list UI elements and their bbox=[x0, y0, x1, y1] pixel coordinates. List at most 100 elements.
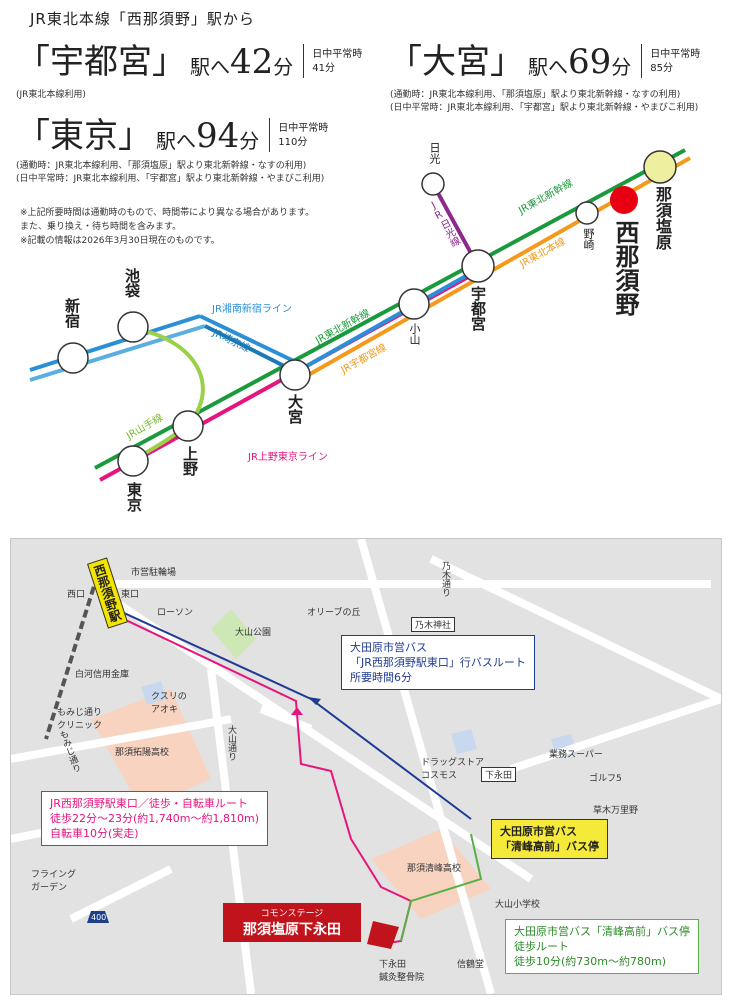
station-nasushiobara-marker bbox=[643, 150, 677, 184]
label-nogi-shrine: 乃木神社 bbox=[411, 617, 456, 632]
route-map bbox=[29, 148, 691, 482]
label-grass: 草木万里野 bbox=[593, 806, 639, 816]
off-peak-label: 日中平常時 bbox=[650, 49, 701, 60]
stop-walk-line: 徒歩ルート bbox=[514, 940, 569, 953]
label-route400: 400 bbox=[91, 913, 107, 922]
station-omiya-marker bbox=[279, 359, 311, 391]
station-suffix: 駅へ bbox=[528, 55, 568, 79]
property-sub: コモンステージ bbox=[260, 909, 324, 919]
label-lawson: ローソン bbox=[157, 608, 194, 618]
label-gyomu: 業務スーパー bbox=[549, 750, 603, 760]
divider bbox=[641, 44, 643, 78]
minutes-unit: 分 bbox=[611, 55, 632, 79]
off-peak-time: 85分 bbox=[650, 63, 673, 74]
label-shinjuku: 新宿 bbox=[63, 298, 81, 328]
label-nozaki: 野崎 bbox=[582, 228, 595, 250]
label-oyama: 小山 bbox=[408, 323, 421, 345]
stop-walk-line: 大田原市営バス「清峰高前」バス停 bbox=[514, 925, 690, 938]
label-seiho: 那須清峰高校 bbox=[407, 864, 462, 874]
label-oyama-school: 大山小学校 bbox=[495, 900, 541, 910]
stop-walk-line: 徒歩10分(約730m～約780m) bbox=[514, 955, 667, 968]
label-parking: 市営駐輪場 bbox=[131, 568, 177, 578]
minutes-unit: 分 bbox=[239, 129, 260, 153]
station-name: 「大宮」 bbox=[388, 42, 524, 82]
station-nozaki-marker bbox=[575, 201, 599, 225]
station-nikko-marker bbox=[421, 172, 445, 196]
access-omiya: 「大宮」 駅へ 69 分 日中平常時 85分 bbox=[388, 42, 700, 82]
line-saikyo bbox=[204, 324, 297, 374]
station-oyama-marker bbox=[398, 288, 430, 320]
bus-route-arrow bbox=[308, 697, 321, 705]
access-note: (通勤時：JR東北本線利用、「那須塩原」駅より東北新幹線・なすの利用) bbox=[16, 161, 307, 171]
bus-stop-line: 「清峰高前」バス停 bbox=[500, 840, 599, 853]
disclaimer: ※上記所要時間は通勤時のもので、時間帯により異なる場合があります。 bbox=[20, 208, 315, 218]
label-west-exit: 西口 bbox=[67, 590, 86, 600]
off-peak-time: 41分 bbox=[312, 63, 335, 74]
label-line-ueno-tokyo: JR上野東京ライン bbox=[248, 452, 328, 463]
access-note: (日中平常時：JR東北本線利用、「宇都宮」駅より東北新幹線・やまびこ利用) bbox=[16, 174, 325, 184]
area-map-roads bbox=[11, 539, 721, 994]
label-golf: ゴルフ5 bbox=[589, 774, 622, 784]
area-map[interactable]: 西那須野駅 市営駐輪場 西口 東口 ローソン オリーブの丘 乃木通り 乃木神社 … bbox=[10, 538, 722, 995]
route-400-marker bbox=[87, 911, 109, 923]
minutes: 94 bbox=[196, 116, 240, 156]
takushoku-school-area bbox=[91, 689, 211, 809]
walk-callout-line: JR西那須野駅東口／徒歩・自転車ルート bbox=[50, 797, 248, 810]
label-seikotsu: 下永田 鍼灸整骨院 bbox=[379, 960, 425, 983]
bus-stop-line: 大田原市営バス bbox=[500, 825, 577, 838]
access-note: (日中平常時：JR東北本線利用、「宇都宮」駅より東北新幹線・やまびこ利用) bbox=[390, 103, 699, 113]
station-nishinasuno-marker bbox=[610, 186, 638, 214]
label-nogi-street: 乃木通り bbox=[440, 561, 450, 597]
minutes-unit: 分 bbox=[273, 55, 294, 79]
line-yamanote bbox=[128, 326, 205, 464]
off-peak-time: 110分 bbox=[278, 137, 308, 148]
label-shimonagata: 下永田 bbox=[481, 767, 517, 782]
label-tokyo: 東京 bbox=[125, 482, 143, 512]
divider bbox=[303, 44, 305, 78]
label-olive: オリーブの丘 bbox=[307, 608, 361, 618]
label-oyama-street: 大山通り bbox=[226, 725, 236, 761]
station-tokyo-marker bbox=[117, 445, 149, 477]
bus-route-callout: 大田原市営バス 「JR西那須野駅東口」行バスルート 所要時間6分 bbox=[341, 635, 535, 690]
line-shonan-north bbox=[295, 266, 481, 374]
station-name: 「東京」 bbox=[16, 116, 152, 156]
disclaimer: ※記載の情報は2026年3月30日現在のものです。 bbox=[20, 236, 220, 246]
station-utsunomiya-marker bbox=[461, 249, 495, 283]
label-nikko: 日光 bbox=[428, 142, 441, 164]
label-shirakawa-bank: 白河信用金庫 bbox=[75, 670, 130, 680]
station-suffix: 駅へ bbox=[190, 55, 230, 79]
station-shinjuku-marker bbox=[57, 342, 89, 374]
stop-walk-route bbox=[400, 833, 483, 942]
bus-callout-line: 所要時間6分 bbox=[350, 671, 412, 684]
walk-callout-line: 自転車10分(実走) bbox=[50, 827, 139, 840]
label-drugstore: ドラッグストア コスモス bbox=[421, 758, 485, 781]
label-kusuri: クスリの アオキ bbox=[151, 692, 187, 715]
label-oyama-park: 大山公園 bbox=[235, 628, 272, 638]
label-flying: フライング ガーデン bbox=[31, 870, 77, 893]
station-ikebukuro-marker bbox=[117, 311, 149, 343]
access-note: (通勤時：JR東北本線利用、「那須塩原」駅より東北新幹線・なすの利用) bbox=[390, 90, 681, 100]
minutes: 69 bbox=[568, 42, 612, 82]
station-suffix: 駅へ bbox=[156, 129, 196, 153]
station-ueno-marker bbox=[172, 410, 204, 442]
label-east-exit: 東口 bbox=[121, 590, 140, 600]
label-omiya: 大宮 bbox=[286, 394, 304, 424]
off-peak-label: 日中平常時 bbox=[278, 123, 329, 134]
property-label[interactable]: コモンステージ 那須塩原下永田 bbox=[223, 903, 361, 942]
label-nasushiobara: 那須塩原 bbox=[653, 186, 672, 250]
label-line-shonan: JR湘南新宿ライン bbox=[212, 304, 292, 315]
header-title: JR東北本線「西那須野」駅から bbox=[30, 10, 255, 28]
property-name: 那須塩原下永田 bbox=[243, 922, 341, 938]
label-ikebukuro: 池袋 bbox=[123, 268, 141, 298]
label-ueno: 上野 bbox=[181, 446, 199, 476]
stop-walk-callout: 大田原市営バス「清峰高前」バス停 徒歩ルート 徒歩10分(約730m～約780m… bbox=[505, 919, 699, 974]
label-utsunomiya: 宇都宮 bbox=[469, 286, 487, 331]
kusuri-block bbox=[141, 681, 167, 705]
bus-callout-line: 大田原市営バス bbox=[350, 641, 427, 654]
bus-stop-callout: 大田原市営バス 「清峰高前」バス停 bbox=[491, 819, 608, 859]
drugstore-block bbox=[451, 729, 477, 754]
minutes: 42 bbox=[230, 42, 274, 82]
label-momiji-clinic: もみじ通り クリニック bbox=[57, 708, 103, 731]
label-nishinasuno: 西那須野 bbox=[611, 220, 639, 316]
